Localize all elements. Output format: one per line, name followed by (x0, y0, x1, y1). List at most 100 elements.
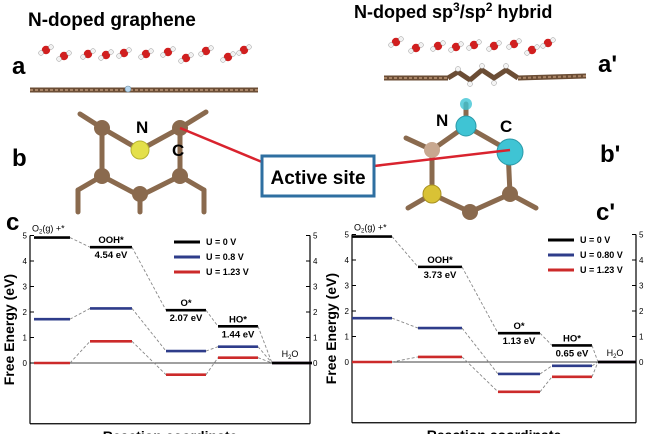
energy-connector (461, 327, 499, 375)
energy-connector (131, 341, 167, 376)
y-tick-label-right: 0 (313, 359, 318, 368)
state-label-o2: O2(g) +* (32, 224, 65, 236)
water-oxygen-atom (543, 38, 553, 48)
y-tick-label-right: 5 (313, 232, 318, 241)
energy-connector (461, 266, 499, 334)
water-oxygen-atom (433, 41, 443, 51)
x-axis-title: Reaction coordinate (427, 427, 562, 434)
active-site-callout: Active site (179, 126, 511, 198)
y-tick-label-right: 2 (639, 307, 644, 316)
state-label-2: O* (513, 321, 524, 332)
water-oxygen-atom (451, 42, 461, 52)
energy-connector (391, 356, 419, 363)
y-tick-label-left: 4 (345, 256, 350, 265)
y-tick-label-left: 3 (23, 283, 28, 292)
dopant-yellow-atom-right (422, 184, 442, 204)
water-hydrogen-atom (550, 37, 556, 43)
label-n-left: N (136, 118, 148, 137)
energy-annotation-3: 0.65 eV (556, 348, 589, 359)
y-tick-label-right: 5 (639, 231, 644, 240)
water-hydrogen-atom (466, 45, 472, 51)
water-oxygen-atom (119, 48, 129, 58)
water-oxygen-atom (509, 39, 519, 49)
energy-connector (69, 237, 91, 248)
state-label-h2o: H2O (607, 348, 624, 360)
label-c-right: C (500, 117, 512, 136)
legend-label-1: U = 0.8 V (206, 252, 244, 262)
water-oxygen-atom (181, 53, 191, 63)
legend-label-2: U = 1.23 V (206, 267, 249, 277)
water-hydrogen-atom (540, 43, 546, 49)
water-hydrogen-atom (138, 54, 144, 60)
energy-connector (391, 236, 419, 268)
energy-connector (131, 247, 167, 311)
y-tick-label-right: 1 (313, 334, 318, 343)
energy-annotation-2: 1.13 eV (503, 336, 536, 347)
water-oxygen-atom (527, 45, 537, 55)
water-oxygen-atom (489, 41, 499, 51)
water-hydrogen-atom (458, 41, 464, 47)
energy-connector (257, 346, 273, 364)
water-hydrogen-atom (90, 48, 96, 54)
water-hydrogen-atom (198, 51, 204, 57)
callout-pointer-right (373, 148, 511, 168)
structure-b-top-view (75, 109, 209, 215)
water-hydrogen-atom (476, 39, 482, 45)
water-hydrogen-atom (506, 44, 512, 50)
panel-label-c: c (6, 209, 19, 236)
water-hydrogen-atom (496, 40, 502, 46)
y-tick-label-left: 5 (345, 231, 350, 240)
water-oxygen-atom (163, 47, 173, 57)
water-oxygen-atom (223, 52, 233, 62)
water-hydrogen-atom (430, 46, 436, 52)
water-hydrogen-atom (56, 56, 62, 62)
water-oxygen-atom (59, 51, 69, 61)
water-oxygen-atom (101, 50, 111, 60)
water-hydrogen-atom (534, 44, 540, 50)
dopant-n-atom-right (455, 115, 477, 137)
energy-connector (257, 357, 273, 364)
state-label-o2: O2(g) +* (354, 223, 387, 235)
water-hydrogen-atom (98, 55, 104, 61)
y-tick-label-left: 4 (23, 257, 28, 266)
y-tick-label-right: 0 (639, 358, 644, 367)
energy-connector (539, 332, 553, 346)
energy-connector (591, 345, 599, 363)
energy-annotation-1: 4.54 eV (95, 250, 128, 261)
water-hydrogen-atom (236, 50, 242, 56)
energy-connector (461, 356, 499, 393)
callout-text: Active site (270, 168, 365, 189)
water-oxygen-atom (141, 49, 151, 59)
water-hydrogen-atom (178, 58, 184, 64)
energy-connector (69, 308, 91, 320)
y-axis-title: Free Energy (eV) (323, 273, 339, 384)
legend-label-2: U = 1.23 V (580, 265, 623, 275)
y-tick-label-left: 0 (345, 358, 350, 367)
energy-connector (257, 326, 273, 364)
water-oxygen-atom (239, 45, 249, 55)
structure-a-graphene-sheet (30, 85, 258, 93)
water-hydrogen-atom (220, 57, 226, 63)
x-axis-title: Reaction coordinate (103, 428, 238, 434)
right-title: N-doped sp3/sp2 hybrid (354, 0, 552, 22)
water-hydrogen-atom (418, 42, 424, 48)
y-axis-title: Free Energy (eV) (1, 274, 17, 385)
energy-connector (205, 309, 219, 327)
y-tick-label-left: 0 (23, 359, 28, 368)
water-hydrogen-atom (388, 42, 394, 48)
legend-label-1: U = 0.80 V (580, 250, 623, 260)
water-hydrogen-atom (160, 52, 166, 58)
water-oxygen-atom (391, 37, 401, 47)
structure-a-water-layer (38, 44, 252, 64)
y-tick-label-right: 4 (313, 257, 318, 266)
y-tick-label-left: 2 (345, 307, 350, 316)
water-hydrogen-atom (516, 38, 522, 44)
state-label-h2o: H2O (282, 349, 299, 361)
y-tick-label-right: 3 (313, 283, 318, 292)
structure-b-prime-top-view (403, 98, 539, 220)
water-hydrogen-atom (246, 44, 252, 50)
energy-connector (539, 365, 553, 375)
